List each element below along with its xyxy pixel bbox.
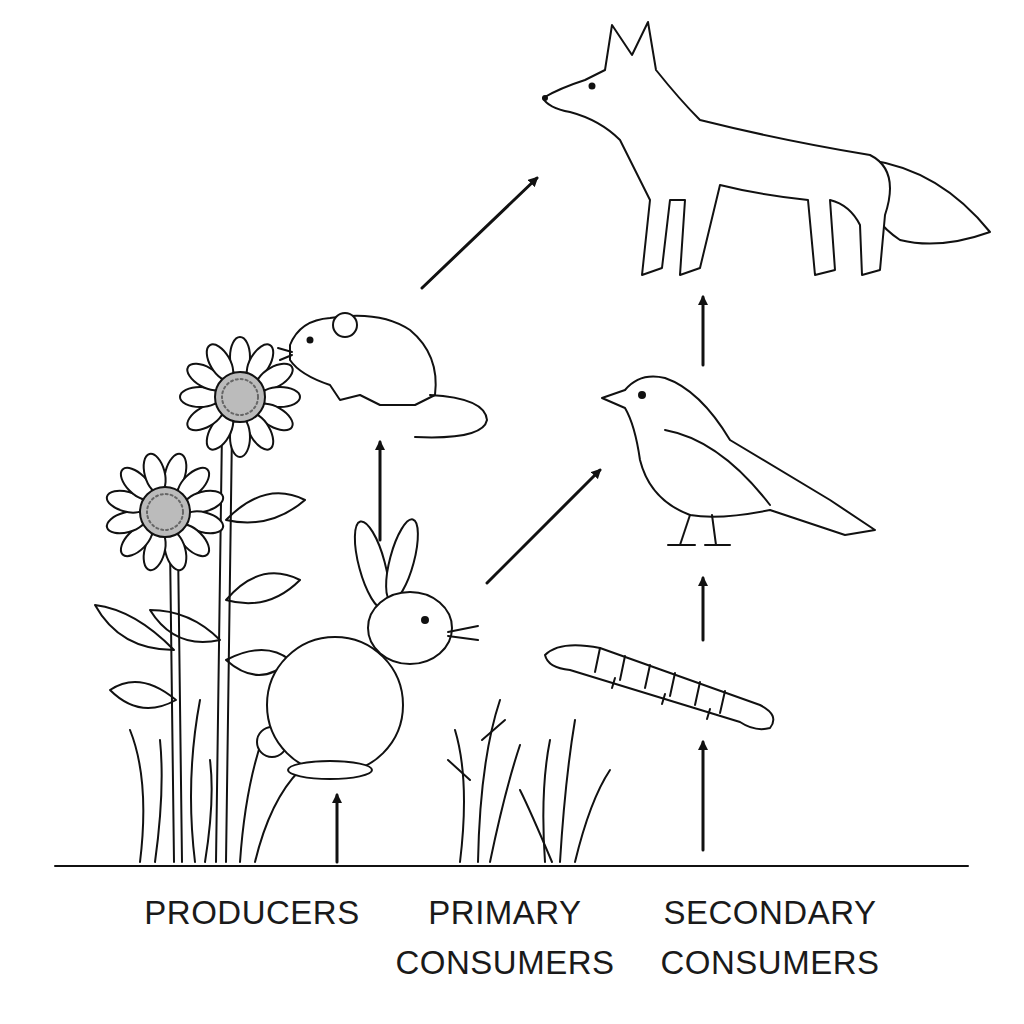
feeding-arrows — [337, 178, 703, 862]
fox — [543, 22, 990, 275]
trophic-level-label: PRODUCERS — [117, 888, 387, 938]
mouse — [278, 313, 487, 437]
trophic-level-label: SECONDARY CONSUMERS — [645, 888, 895, 988]
ground-line — [55, 865, 968, 867]
bird — [602, 377, 875, 546]
trophic-level-label: PRIMARY CONSUMERS — [380, 888, 630, 988]
rabbit — [257, 516, 478, 779]
sunflowers — [95, 337, 305, 862]
caterpillar — [545, 645, 773, 729]
